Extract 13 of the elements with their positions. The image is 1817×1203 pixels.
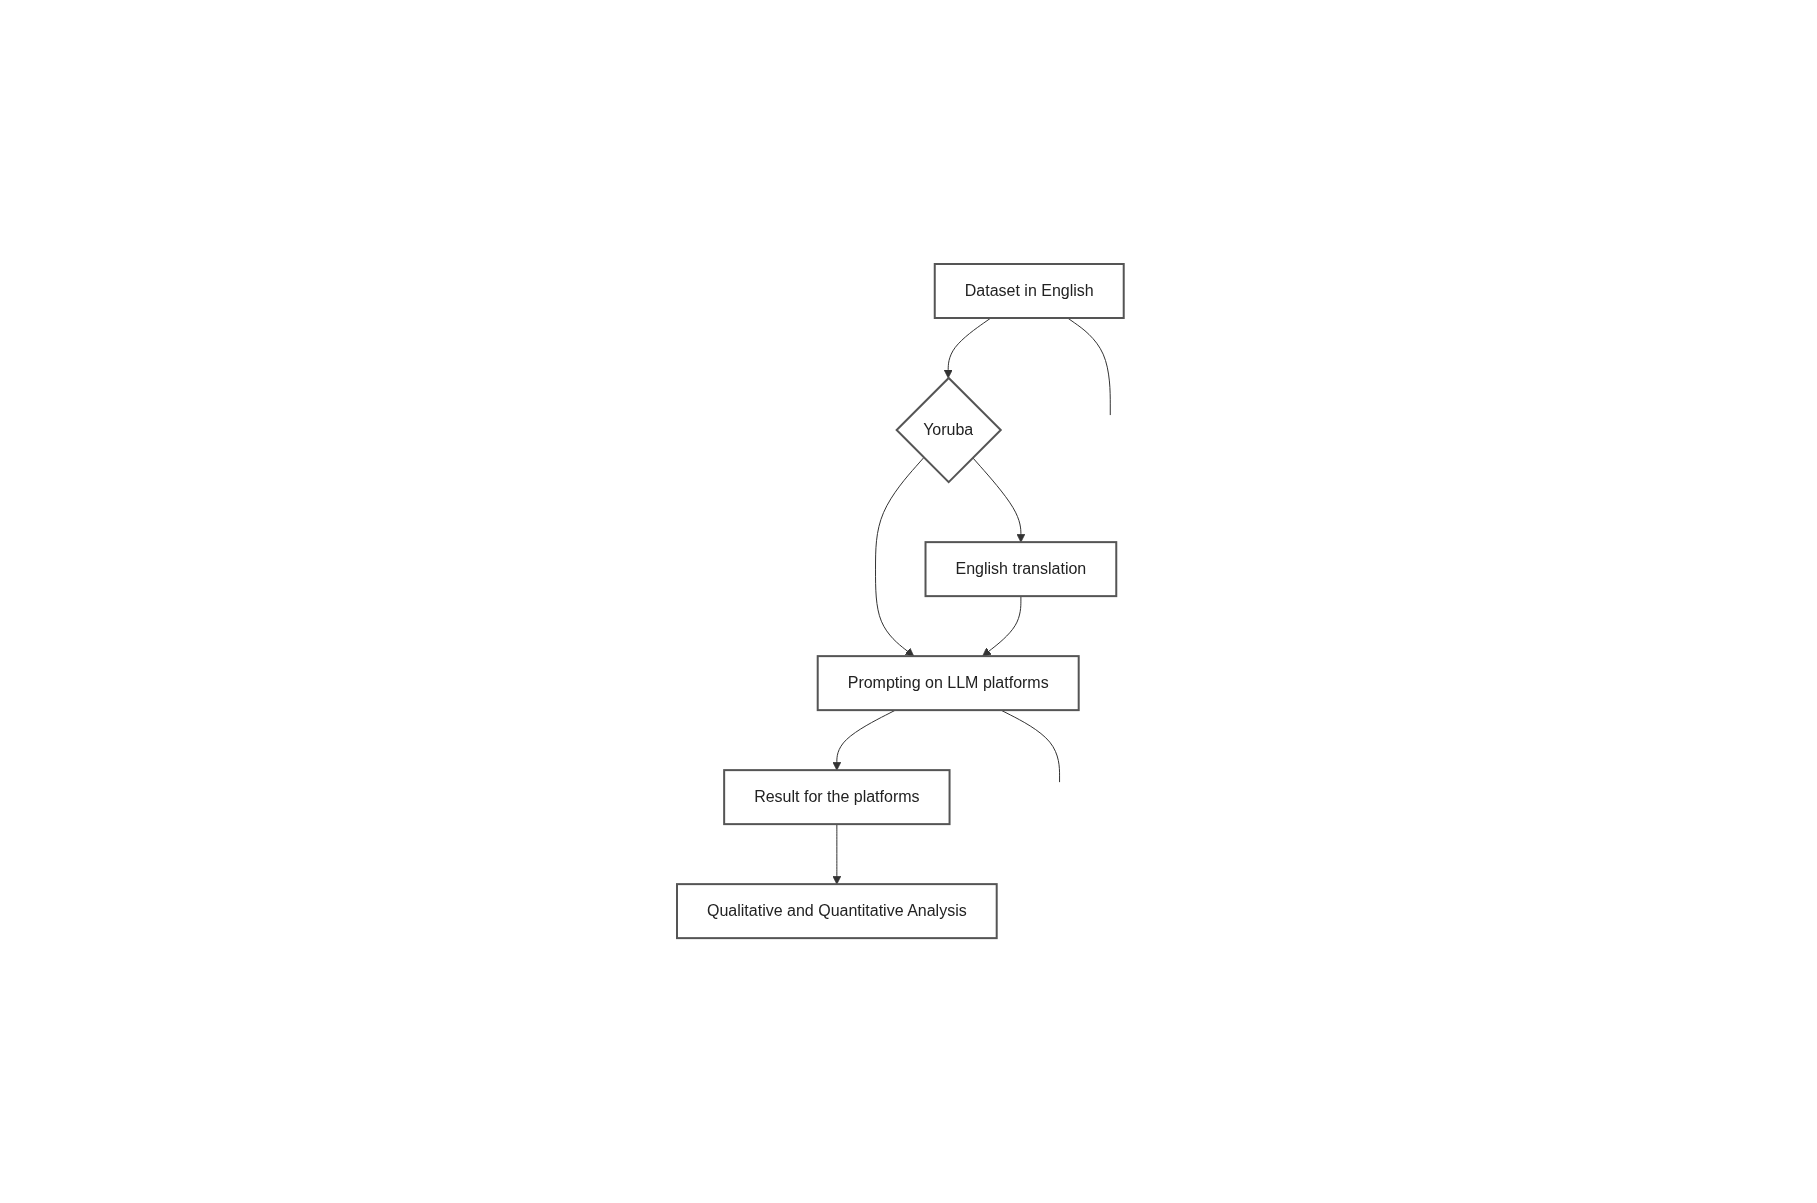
arrow (982, 596, 1022, 657)
node-box: English translation (924, 541, 1118, 598)
node-box: Prompting on LLM platforms (816, 655, 1080, 712)
arrow (832, 824, 842, 885)
arrow (832, 710, 896, 771)
arrow (943, 317, 992, 379)
node-box: Qualitative and Quantitative Analysis (675, 883, 998, 940)
connector (1067, 317, 1111, 416)
node-box: Dataset in English (933, 263, 1125, 320)
arrow (972, 457, 1026, 543)
node-diamond: Yoruba (895, 377, 1003, 484)
arrow (874, 457, 925, 657)
node-box: Result for the platforms (723, 769, 951, 826)
